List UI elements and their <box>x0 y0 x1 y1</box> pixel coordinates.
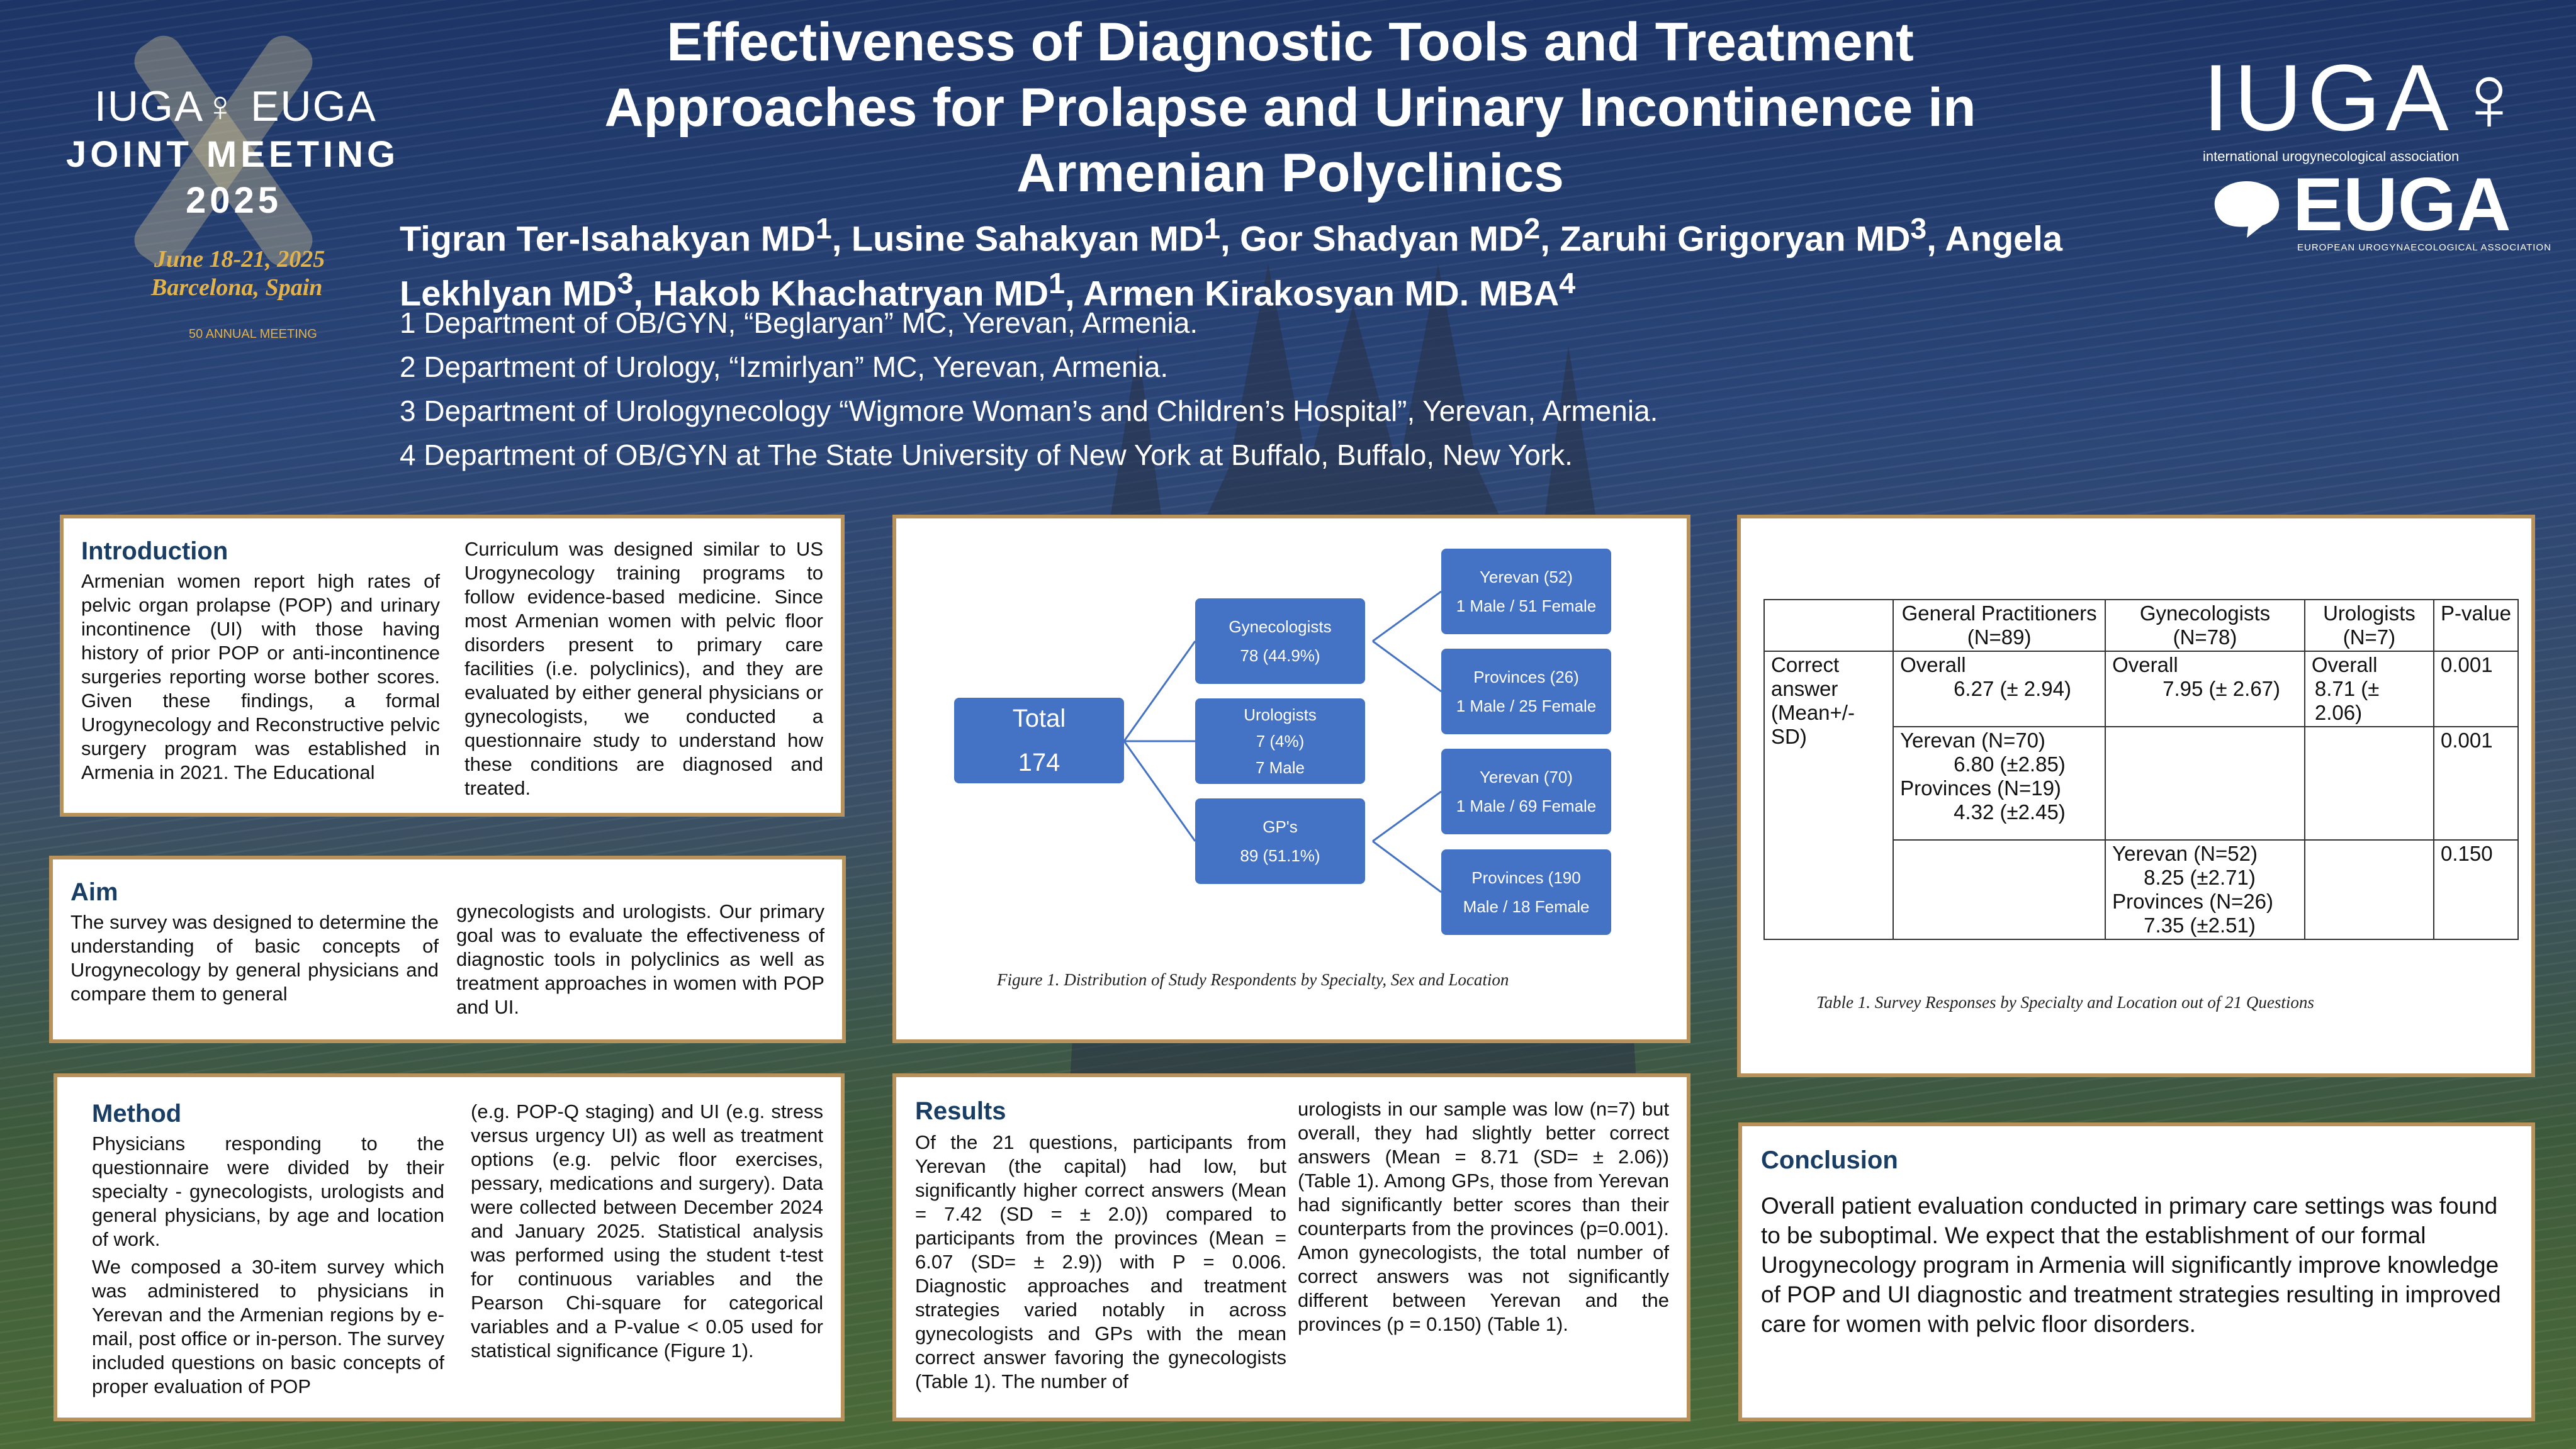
results-col2: urologists in our sample was low (n=7) b… <box>1298 1098 1669 1335</box>
meeting-place: Barcelona, Spain <box>151 274 323 301</box>
results-panel: Results Of the 21 questions, participant… <box>892 1073 1690 1421</box>
meeting-dates: June 18-21, 2025 <box>154 246 325 272</box>
author-list: Tigran Ter-Isahakyan MD1, Lusine Sahakya… <box>400 212 2062 313</box>
method-p2: We composed a 30-item survey which was a… <box>92 1256 444 1397</box>
affiliation: 1 Department of OB/GYN, “Beglaryan” MC, … <box>400 306 1198 339</box>
figure1-caption: Figure 1. Distribution of Study Responde… <box>997 970 1509 989</box>
conclusion-panel: Conclusion Overall patient evaluation co… <box>1738 1122 2535 1421</box>
aim-col1: The survey was designed to determine the… <box>70 911 439 1005</box>
table1-panel: General Practitioners(N=89) Gynecologist… <box>1737 515 2535 1077</box>
iuga-subtitle: international urogynecological associati… <box>2203 148 2460 164</box>
method-col2: (e.g. POP-Q staging) and UI (e.g. stress… <box>471 1100 823 1362</box>
affiliation: 4 Department of OB/GYN at The State Univ… <box>400 439 1573 471</box>
method-heading: Method <box>92 1100 182 1127</box>
diagram-connectors <box>1123 590 1442 893</box>
poster-title: Effectiveness of Diagnostic Tools and Tr… <box>604 12 1976 203</box>
aim-panel: Aim The survey was designed to determine… <box>49 856 846 1043</box>
conclusion-heading: Conclusion <box>1761 1146 1898 1174</box>
survey-table: General Practitioners(N=89) Gynecologist… <box>1763 599 2519 940</box>
results-col1: Of the 21 questions, participants from Y… <box>915 1131 1286 1392</box>
conclusion-text: Overall patient evaluation conducted in … <box>1761 1193 2501 1337</box>
table1-caption: Table 1. Survey Responses by Specialty a… <box>1816 993 2314 1012</box>
euga-subtitle: EUROPEAN UROGYNAECOLOGICAL ASSOCIATION <box>2297 242 2551 253</box>
results-heading: Results <box>915 1097 1006 1125</box>
meeting-line1: JOINT MEETING <box>66 134 400 175</box>
aim-col2: gynecologists and urologists. Our primar… <box>456 900 824 1018</box>
method-p1: Physicians responding to the questionnai… <box>92 1133 444 1250</box>
euga-logo: EUGA EUROPEAN UROGYNAECOLOGICAL ASSOCIAT… <box>2203 167 2551 253</box>
anniversary-badge: 50 ANNUAL MEETING <box>189 327 317 341</box>
affiliation: 2 Department of Urology, “Izmirlyan” MC,… <box>400 350 1169 383</box>
joint-meeting-logo: IUGA♀ EUGA JOINT MEETING 2025 June 18-21… <box>44 19 428 346</box>
table-header-row: General Practitioners(N=89) Gynecologist… <box>1763 599 2519 652</box>
introduction-col1: Armenian women report high rates of pelv… <box>81 570 440 783</box>
introduction-panel: Introduction Armenian women report high … <box>60 515 845 817</box>
method-panel: Method Physicians responding to the ques… <box>53 1073 845 1421</box>
table-row: Yerevan (N=52) 8.25 (±2.71) Provinces (N… <box>1764 839 2519 940</box>
euga-wordmark: EUGA <box>2293 162 2511 247</box>
meeting-brand: IUGA♀ EUGA <box>94 82 377 130</box>
box-gp-yerevan: Yerevan (70)1 Male / 69 Female <box>1441 749 1611 834</box>
box-gyn-provinces: Provinces (26)1 Male / 25 Female <box>1441 649 1611 734</box>
affiliation: 3 Department of Urologynecology “Wigmore… <box>400 394 1658 427</box>
box-gyn-yerevan: Yerevan (52)1 Male / 51 Female <box>1441 549 1611 634</box>
affiliations: 1 Department of OB/GYN, “Beglaryan” MC, … <box>400 301 2225 477</box>
euga-bubble-icon <box>2214 181 2280 238</box>
introduction-heading: Introduction <box>81 537 228 565</box>
introduction-col2: Curriculum was designed similar to US Ur… <box>464 538 823 799</box>
meeting-line2: 2025 <box>186 180 283 221</box>
iuga-wordmark: IUGA♀ <box>2203 45 2530 150</box>
aim-heading: Aim <box>70 878 118 906</box>
table-row: Yerevan (N=70) 6.80 (±2.85) Provinces (N… <box>1764 726 2519 841</box>
iuga-logo: IUGA♀ international urogynecological ass… <box>2203 45 2530 165</box>
